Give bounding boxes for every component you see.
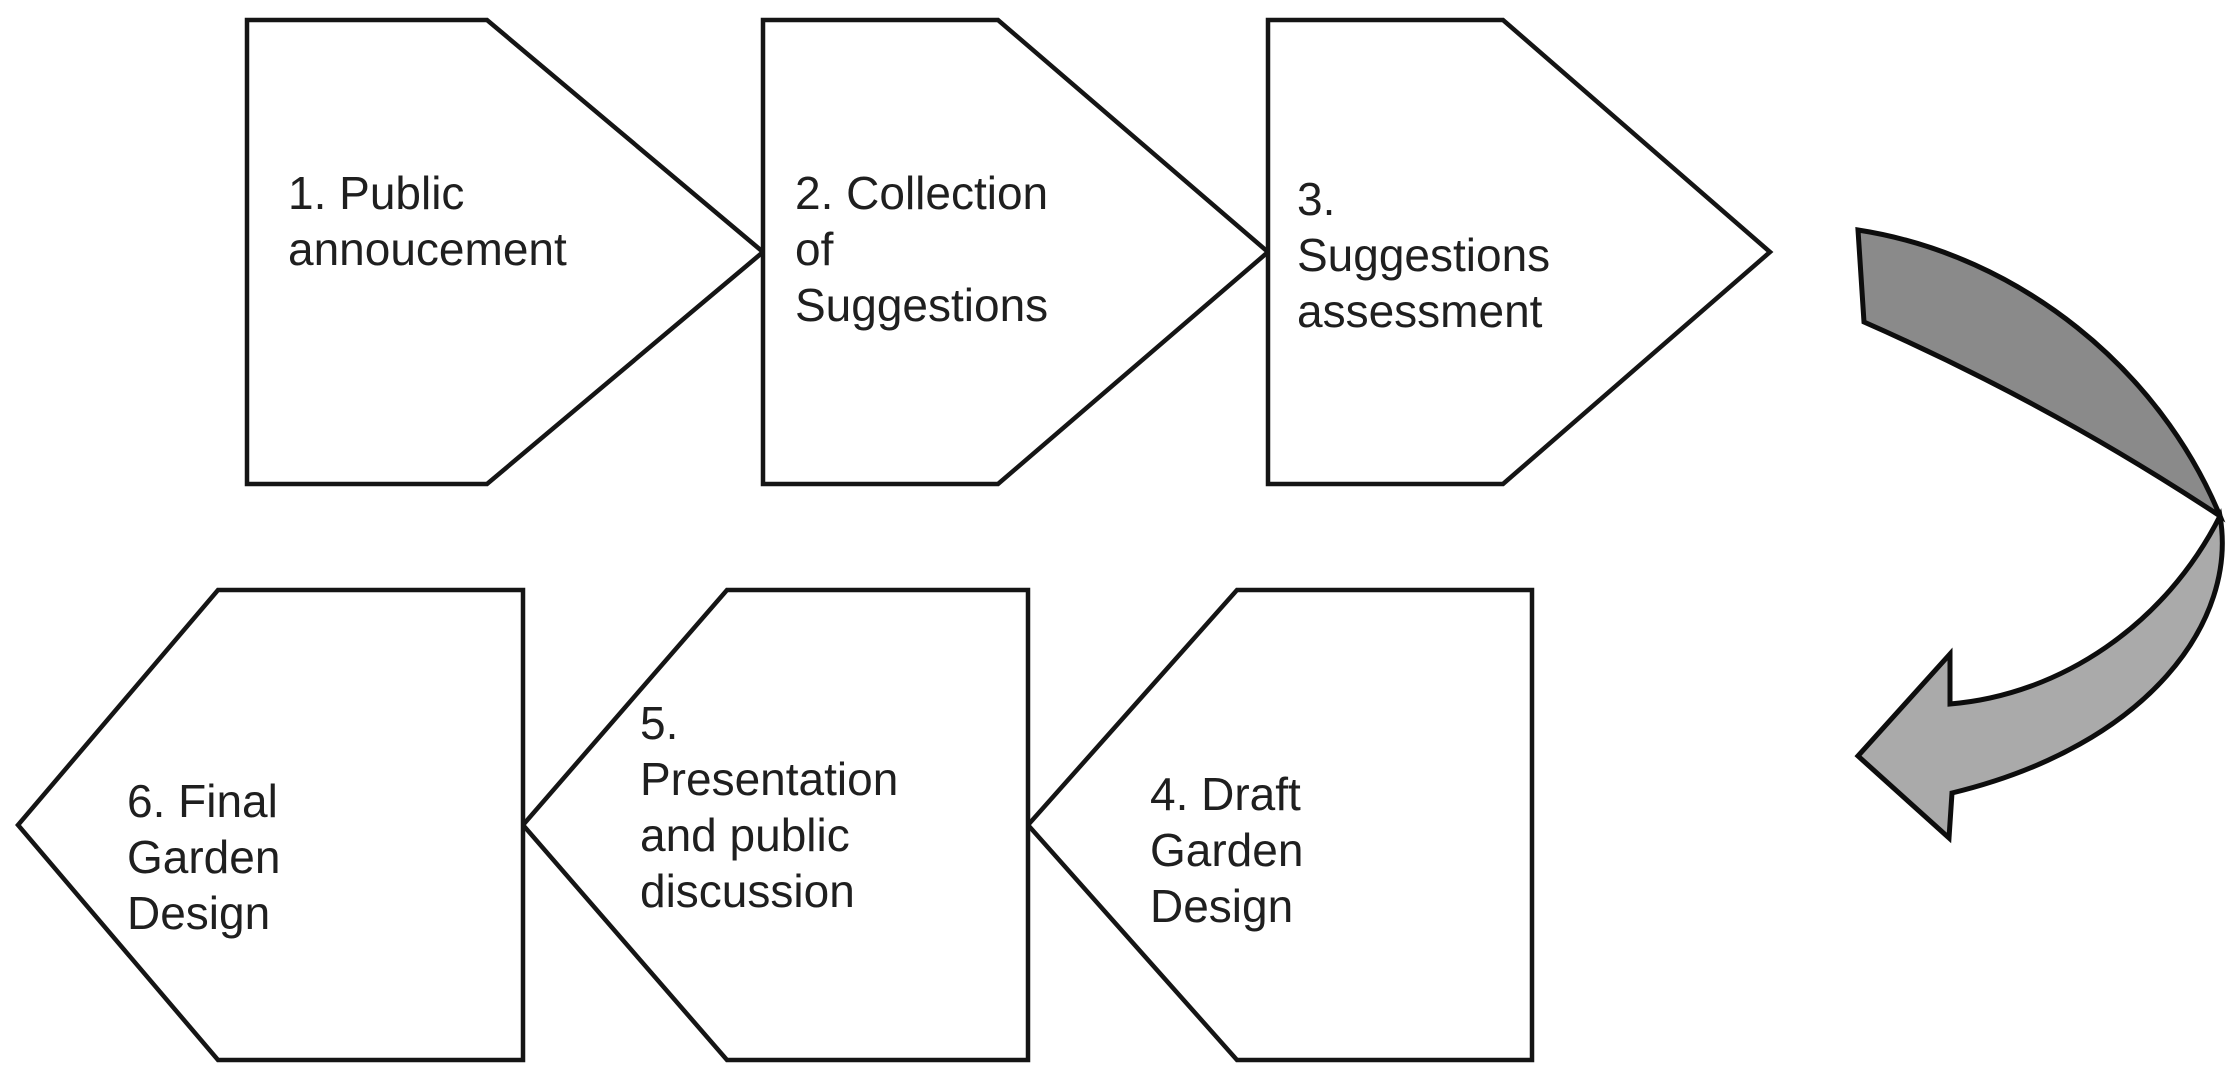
step-shape-3 — [1265, 17, 1774, 487]
step-shape-2 — [760, 17, 1272, 487]
curved-arrow-lower-band-icon — [1854, 508, 2225, 844]
step-label-3: 3. Suggestions assessment — [1297, 173, 1551, 338]
step-shape-6 — [15, 587, 526, 1063]
step-label-5: 5. Presentation and public discussion — [640, 697, 899, 918]
step-shape-5 — [520, 587, 1031, 1063]
step-label-6: 6. Final Garden Design — [127, 775, 281, 940]
step-shape-1 — [244, 17, 767, 487]
step-label-1: 1. Public annoucement — [288, 167, 567, 276]
step-shape-4 — [1024, 587, 1535, 1063]
step-label-4: 4. Draft Garden Design — [1150, 768, 1304, 933]
step-label-2: 2. Collection of Suggestions — [795, 167, 1049, 332]
curved-arrow-upper-band-icon — [1855, 227, 2226, 523]
